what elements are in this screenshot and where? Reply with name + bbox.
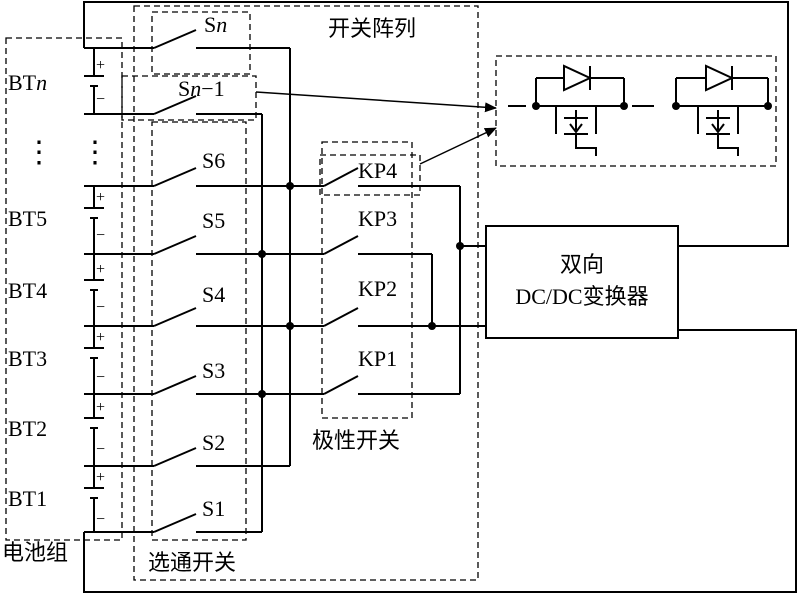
battery-bt1-minus: − bbox=[96, 511, 105, 528]
gating-switch-sn-label: Sn bbox=[204, 12, 227, 37]
battery-bt2-plus: + bbox=[96, 399, 105, 416]
detail-arrow-from-kp4 bbox=[419, 127, 497, 165]
battery-group-box bbox=[5, 37, 123, 541]
battery-bt4-label: BT4 bbox=[8, 278, 47, 303]
gating-switch-sn1 bbox=[153, 95, 262, 115]
battery-btn-plus: + bbox=[96, 57, 105, 74]
gating-switch-s5 bbox=[153, 235, 262, 255]
battery-bt1-plus: + bbox=[96, 469, 105, 486]
ellipsis-left: ⋮ bbox=[24, 136, 54, 169]
battery-btn-minus: − bbox=[96, 91, 105, 108]
battery-bt3-label: BT3 bbox=[8, 346, 47, 371]
polarity-switch-box bbox=[321, 141, 413, 419]
battery-bt5-minus: − bbox=[96, 227, 105, 244]
outer-loop-bottom bbox=[83, 329, 797, 593]
mosfet-detail-left bbox=[508, 64, 628, 156]
battery-bt4-minus: − bbox=[96, 299, 105, 316]
gating-switch-box-sn1 bbox=[121, 75, 257, 121]
gating-switch-box-main bbox=[151, 121, 247, 541]
kp4-highlight-box bbox=[319, 154, 421, 196]
battery-bt5-plus: + bbox=[96, 189, 105, 206]
junction-dot bbox=[258, 250, 266, 258]
dcdc-converter-box bbox=[485, 225, 679, 339]
converter-label-line1: 双向 bbox=[560, 252, 604, 277]
polarity-switch-kp1-label: KP1 bbox=[358, 346, 397, 371]
battery-bt2-minus: − bbox=[96, 441, 105, 458]
polarity-switch-kp4-label: KP4 bbox=[358, 158, 397, 183]
ellipsis-right: ⋮ bbox=[80, 136, 110, 169]
gating-switch-s3-label: S3 bbox=[202, 358, 225, 383]
gating-switch-s4 bbox=[153, 307, 290, 327]
battery-group-label: 电池组 bbox=[2, 540, 68, 565]
gating-switch-label: 选通开关 bbox=[148, 550, 236, 575]
battery-bt4: + − bbox=[84, 254, 154, 327]
polarity-switch-label: 极性开关 bbox=[312, 428, 400, 453]
junction-dot bbox=[286, 182, 294, 190]
gating-switch-s2-label: S2 bbox=[202, 430, 225, 455]
battery-bt5-label: BT5 bbox=[8, 206, 47, 231]
converter-label-line2: DC/DC变换器 bbox=[515, 284, 648, 309]
battery-bt3: + − bbox=[84, 326, 154, 395]
battery-bt2: + − bbox=[84, 394, 154, 467]
battery-bt1: + − bbox=[84, 466, 154, 533]
junction-dot bbox=[428, 322, 436, 330]
junction-dot bbox=[258, 390, 266, 398]
switch-array-box bbox=[133, 5, 479, 581]
junction-dot bbox=[286, 322, 294, 330]
polarity-switch-kp1 bbox=[262, 375, 460, 395]
polarity-switch-kp2 bbox=[290, 307, 486, 327]
polarity-switch-kp3-label: KP3 bbox=[358, 206, 397, 231]
polarity-switch-kp3 bbox=[262, 235, 432, 255]
battery-btn-label: BTn bbox=[8, 70, 47, 95]
gating-switch-s2 bbox=[153, 447, 290, 467]
polarity-switch-kp4 bbox=[290, 167, 460, 187]
mosfet-detail-right bbox=[632, 64, 772, 156]
battery-bt5: + − bbox=[84, 185, 154, 255]
battery-bt3-minus: − bbox=[96, 369, 105, 386]
gating-switch-s6 bbox=[153, 167, 290, 187]
mosfet-detail-box bbox=[495, 55, 777, 167]
gating-switch-s1 bbox=[153, 513, 262, 533]
gating-switch-s1-label: S1 bbox=[202, 496, 225, 521]
switch-array-label: 开关阵列 bbox=[328, 16, 416, 41]
battery-bt2-label: BT2 bbox=[8, 416, 47, 441]
gating-switch-s3 bbox=[153, 375, 262, 395]
battery-bt1-label: BT1 bbox=[8, 486, 47, 511]
polarity-switch-kp2-label: KP2 bbox=[358, 276, 397, 301]
battery-bt4-plus: + bbox=[96, 261, 105, 278]
junction-dot bbox=[456, 242, 464, 250]
gating-switch-sn1-label: Sn−1 bbox=[178, 76, 225, 101]
gating-switch-s5-label: S5 bbox=[202, 208, 225, 233]
detail-arrow-from-sn1 bbox=[255, 91, 497, 113]
battery-btn: + − bbox=[84, 47, 154, 115]
gating-switch-s4-label: S4 bbox=[202, 282, 225, 307]
gating-switch-s6-label: S6 bbox=[202, 148, 225, 173]
battery-bt3-plus: + bbox=[96, 329, 105, 346]
outer-loop-top bbox=[83, 1, 789, 247]
gating-switch-sn bbox=[153, 29, 290, 49]
